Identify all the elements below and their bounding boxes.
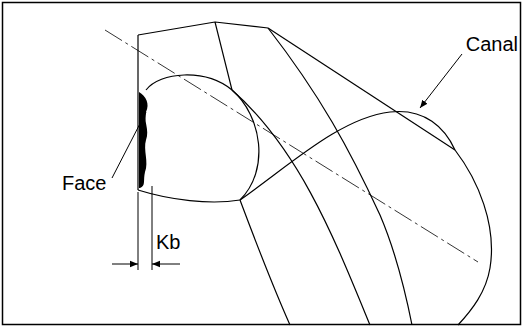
axis-line xyxy=(105,30,478,262)
dimension-arrow xyxy=(112,264,138,265)
extension-line xyxy=(138,192,139,270)
body-edge xyxy=(240,200,290,325)
leader-line xyxy=(112,112,146,178)
flank-edge xyxy=(215,22,232,90)
chisel-edge xyxy=(138,22,268,35)
dimension-arrow xyxy=(152,264,180,265)
outer-edge xyxy=(268,28,455,150)
wear-zone xyxy=(139,92,148,188)
lip-curve xyxy=(146,75,259,200)
extension-line xyxy=(152,186,153,270)
flute-edge xyxy=(240,111,455,200)
helix-edge xyxy=(268,28,412,325)
dimension-label: Kb xyxy=(156,231,180,253)
drill-outline xyxy=(105,22,491,325)
front-edge xyxy=(137,35,138,190)
kb-dimension xyxy=(112,186,180,270)
bottom-lip xyxy=(138,190,240,202)
part-label: Face xyxy=(62,172,106,194)
break-edge xyxy=(455,150,491,325)
frame-border xyxy=(3,3,521,325)
leader-line xyxy=(420,54,462,108)
part-label: Canal xyxy=(466,33,518,55)
